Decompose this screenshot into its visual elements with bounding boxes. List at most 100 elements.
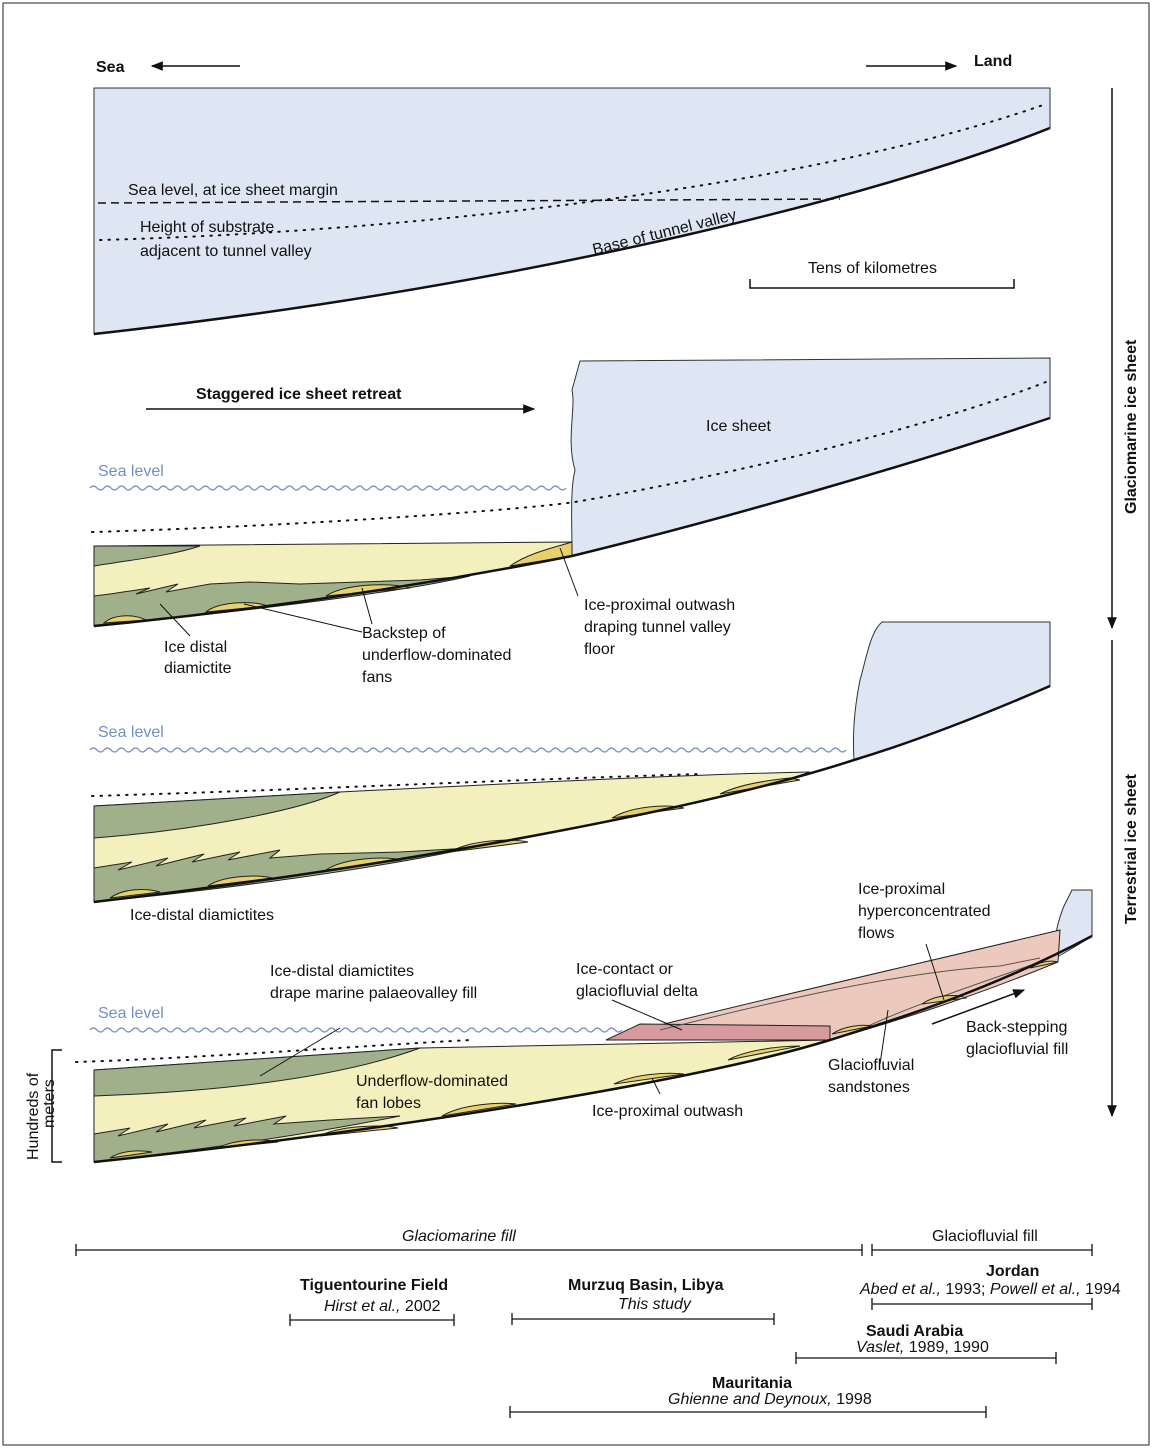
leader: [879, 1009, 889, 1065]
valley-floor: [93, 684, 1051, 904]
murzuq-label: Murzuq Basin, Libya: [568, 1277, 724, 1294]
murzuq-ref: This study: [618, 1296, 692, 1313]
land-label: Land: [974, 53, 1012, 70]
vscale-label-2: meters: [41, 1079, 58, 1128]
hyper-label-1: Ice-proximal: [858, 881, 945, 898]
sea-level-label: Sea level: [98, 463, 164, 480]
leader: [925, 943, 945, 1001]
glaciofluvial-fill-bar: [871, 1244, 1093, 1256]
scale-km-bar: [749, 279, 1015, 289]
leader: [611, 999, 683, 1031]
gfs-label-2: sandstones: [828, 1079, 910, 1096]
backstep-label-3: fans: [362, 669, 392, 686]
glaciofluvial-fill-label: Glaciofluvial fill: [932, 1228, 1038, 1245]
drape-label-1: Ice-distal diamictites: [270, 963, 414, 980]
jordan-label: Jordan: [986, 1263, 1039, 1280]
outwash-lens: [109, 1150, 153, 1159]
diamictite-top: [93, 1047, 421, 1097]
backstep-label-1: Back-stepping: [966, 1019, 1067, 1036]
panel-3: Sea level Ice-distal diamictites: [89, 621, 1051, 924]
leader: [361, 587, 373, 625]
backstep-label-2: underflow-dominated: [362, 647, 511, 664]
tiguentourine-label: Tiguentourine Field: [300, 1277, 448, 1294]
substrate-height-line: [99, 103, 1047, 241]
sea-surface: [89, 1027, 623, 1033]
sea-surface: [89, 747, 847, 753]
hyper-label-3: flows: [858, 925, 894, 942]
jordan-bar: [871, 1298, 1093, 1310]
glaciomarine-fill-label: Glaciomarine fill: [402, 1228, 516, 1245]
tiguentourine-ref: Hirst et al., 2002: [324, 1298, 441, 1315]
leader: [259, 1027, 341, 1077]
vertical-scale-bar: [51, 1049, 62, 1163]
ice-distal-label-2: diamictite: [164, 660, 232, 677]
mauritania-bar: [509, 1406, 987, 1418]
valley-floor: [93, 416, 1051, 628]
outwash-lens: [727, 1045, 801, 1061]
leader: [559, 547, 579, 597]
scale-km-label: Tens of kilometres: [808, 260, 937, 277]
sea-level-label: Sea level: [98, 724, 164, 741]
fans-label-1: Underflow-dominated: [356, 1073, 508, 1090]
ice-distal-label-1: Ice distal: [164, 639, 227, 656]
panel-1: Sea level, at ice sheet margin Height of…: [93, 87, 1051, 336]
backstep-label-1: Backstep of: [362, 625, 446, 642]
backstep-label-2: glaciofluvial fill: [966, 1041, 1068, 1058]
sea-level-margin-line: [97, 198, 841, 204]
substrate-height-line: [91, 381, 1047, 533]
bottom-ranges: Glaciomarine fill Glaciofluvial fill Jor…: [75, 1228, 1121, 1418]
glaciomarine-label: Glaciomarine ice sheet: [1123, 339, 1140, 514]
outwash-lens: [109, 889, 161, 899]
outwash-lens: [509, 541, 573, 567]
sea-surface: [89, 485, 567, 491]
saudi-ref: Vaslet, 1989, 1990: [856, 1339, 989, 1356]
outwash-label: Ice-proximal outwash: [592, 1103, 743, 1120]
delta-wedge: [605, 1023, 831, 1041]
leader: [159, 603, 191, 637]
sea-label: Sea: [96, 59, 125, 76]
fans-label-2: fan lobes: [356, 1095, 421, 1112]
mauritania-label: Mauritania: [712, 1375, 792, 1392]
sea-level-label: Sea level: [98, 1005, 164, 1022]
panel-4: Sea level Ice-distal diamictites drape m…: [25, 881, 1093, 1164]
valley-floor: [93, 934, 1093, 1164]
vscale-label-1: Hundreds of: [25, 1072, 42, 1160]
substrate-label-1: Height of substrate: [140, 219, 274, 236]
backstep-arrow: [931, 989, 1026, 1025]
ice-sheet-label: Ice sheet: [706, 418, 771, 435]
ice-sheet-body: [93, 87, 1051, 335]
proximal-label-2: draping tunnel valley: [584, 619, 731, 636]
drape-label-2: drape marine palaeovalley fill: [270, 985, 477, 1002]
jordan-ref: Abed et al., 1993; Powell et al., 1994: [859, 1281, 1121, 1298]
glaciomarine-fill-bar: [75, 1244, 863, 1256]
outwash-lens: [441, 1102, 517, 1117]
terrestrial-label: Terrestrial ice sheet: [1123, 773, 1140, 924]
retreat-label: Staggered ice sheet retreat: [196, 386, 402, 403]
tunnel-valley-base: [93, 126, 1051, 336]
hyperconcentrated-wedge: [638, 929, 1061, 1041]
substrate-label-2: adjacent to tunnel valley: [140, 243, 312, 260]
panel-2: Staggered ice sheet retreat Sea level Ic…: [89, 357, 1051, 686]
ice-sheet-body: [852, 621, 1051, 761]
tiguentourine-bar: [289, 1314, 455, 1326]
leader: [651, 1077, 661, 1095]
delta-label-2: glaciofluvial delta: [576, 983, 698, 1000]
proximal-label-3: floor: [584, 641, 616, 658]
sea-level-margin-label: Sea level, at ice sheet margin: [128, 182, 338, 199]
murzuq-bar: [511, 1313, 775, 1325]
gfs-label-1: Glaciofluvial: [828, 1057, 914, 1074]
saudi-label: Saudi Arabia: [866, 1323, 963, 1340]
saudi-bar: [795, 1352, 1057, 1364]
substrate-height-line: [91, 773, 701, 797]
diamictite-top: [93, 791, 341, 839]
leader: [243, 603, 363, 633]
substrate-height-line: [75, 1039, 471, 1063]
ice-sheet-body: [570, 357, 1051, 557]
proximal-label-1: Ice-proximal outwash: [584, 597, 735, 614]
hyper-label-2: hyperconcentrated: [858, 903, 991, 920]
delta-label-1: Ice-contact or: [576, 961, 674, 978]
diamictite-top: [93, 545, 201, 567]
ice-distal-label: Ice-distal diamictites: [130, 907, 274, 924]
